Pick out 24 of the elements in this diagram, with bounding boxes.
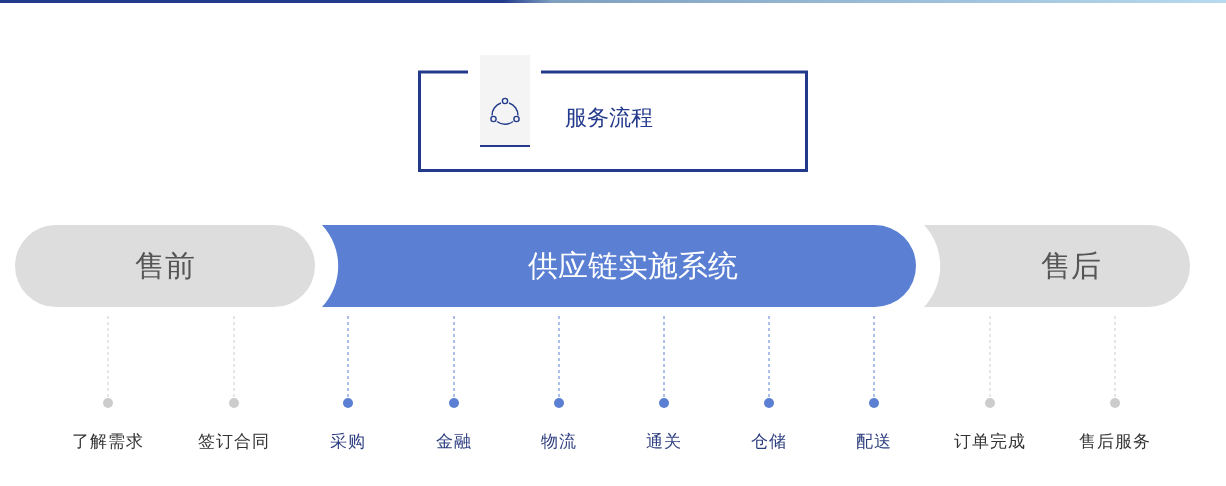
phase-pill: 售前 — [15, 225, 315, 307]
step-label: 金融 — [404, 403, 504, 453]
step-label: 物流 — [509, 403, 609, 453]
dotted-connector — [985, 315, 995, 408]
dotted-connector — [554, 315, 564, 408]
dotted-connector — [343, 315, 353, 408]
dotted-connector — [869, 315, 879, 408]
phase-band: 售后 — [924, 225, 1190, 307]
step-label: 了解需求 — [58, 403, 158, 453]
dotted-connector — [659, 315, 669, 408]
dotted-connector — [449, 315, 459, 408]
step-label: 配送 — [824, 403, 924, 453]
dotted-connector — [1110, 315, 1120, 408]
dotted-connector — [764, 315, 774, 408]
step-label: 签订合同 — [184, 403, 284, 453]
step-label: 仓储 — [719, 403, 819, 453]
step-label: 售后服务 — [1065, 403, 1165, 453]
step-label: 采购 — [298, 403, 398, 453]
phase-band: 供应链实施系统 — [322, 225, 916, 307]
dotted-connector — [103, 315, 113, 408]
title: 服务流程 — [565, 104, 653, 132]
step-label: 订单完成 — [940, 403, 1040, 453]
step-label: 通关 — [614, 403, 714, 453]
dotted-connector — [229, 315, 239, 408]
